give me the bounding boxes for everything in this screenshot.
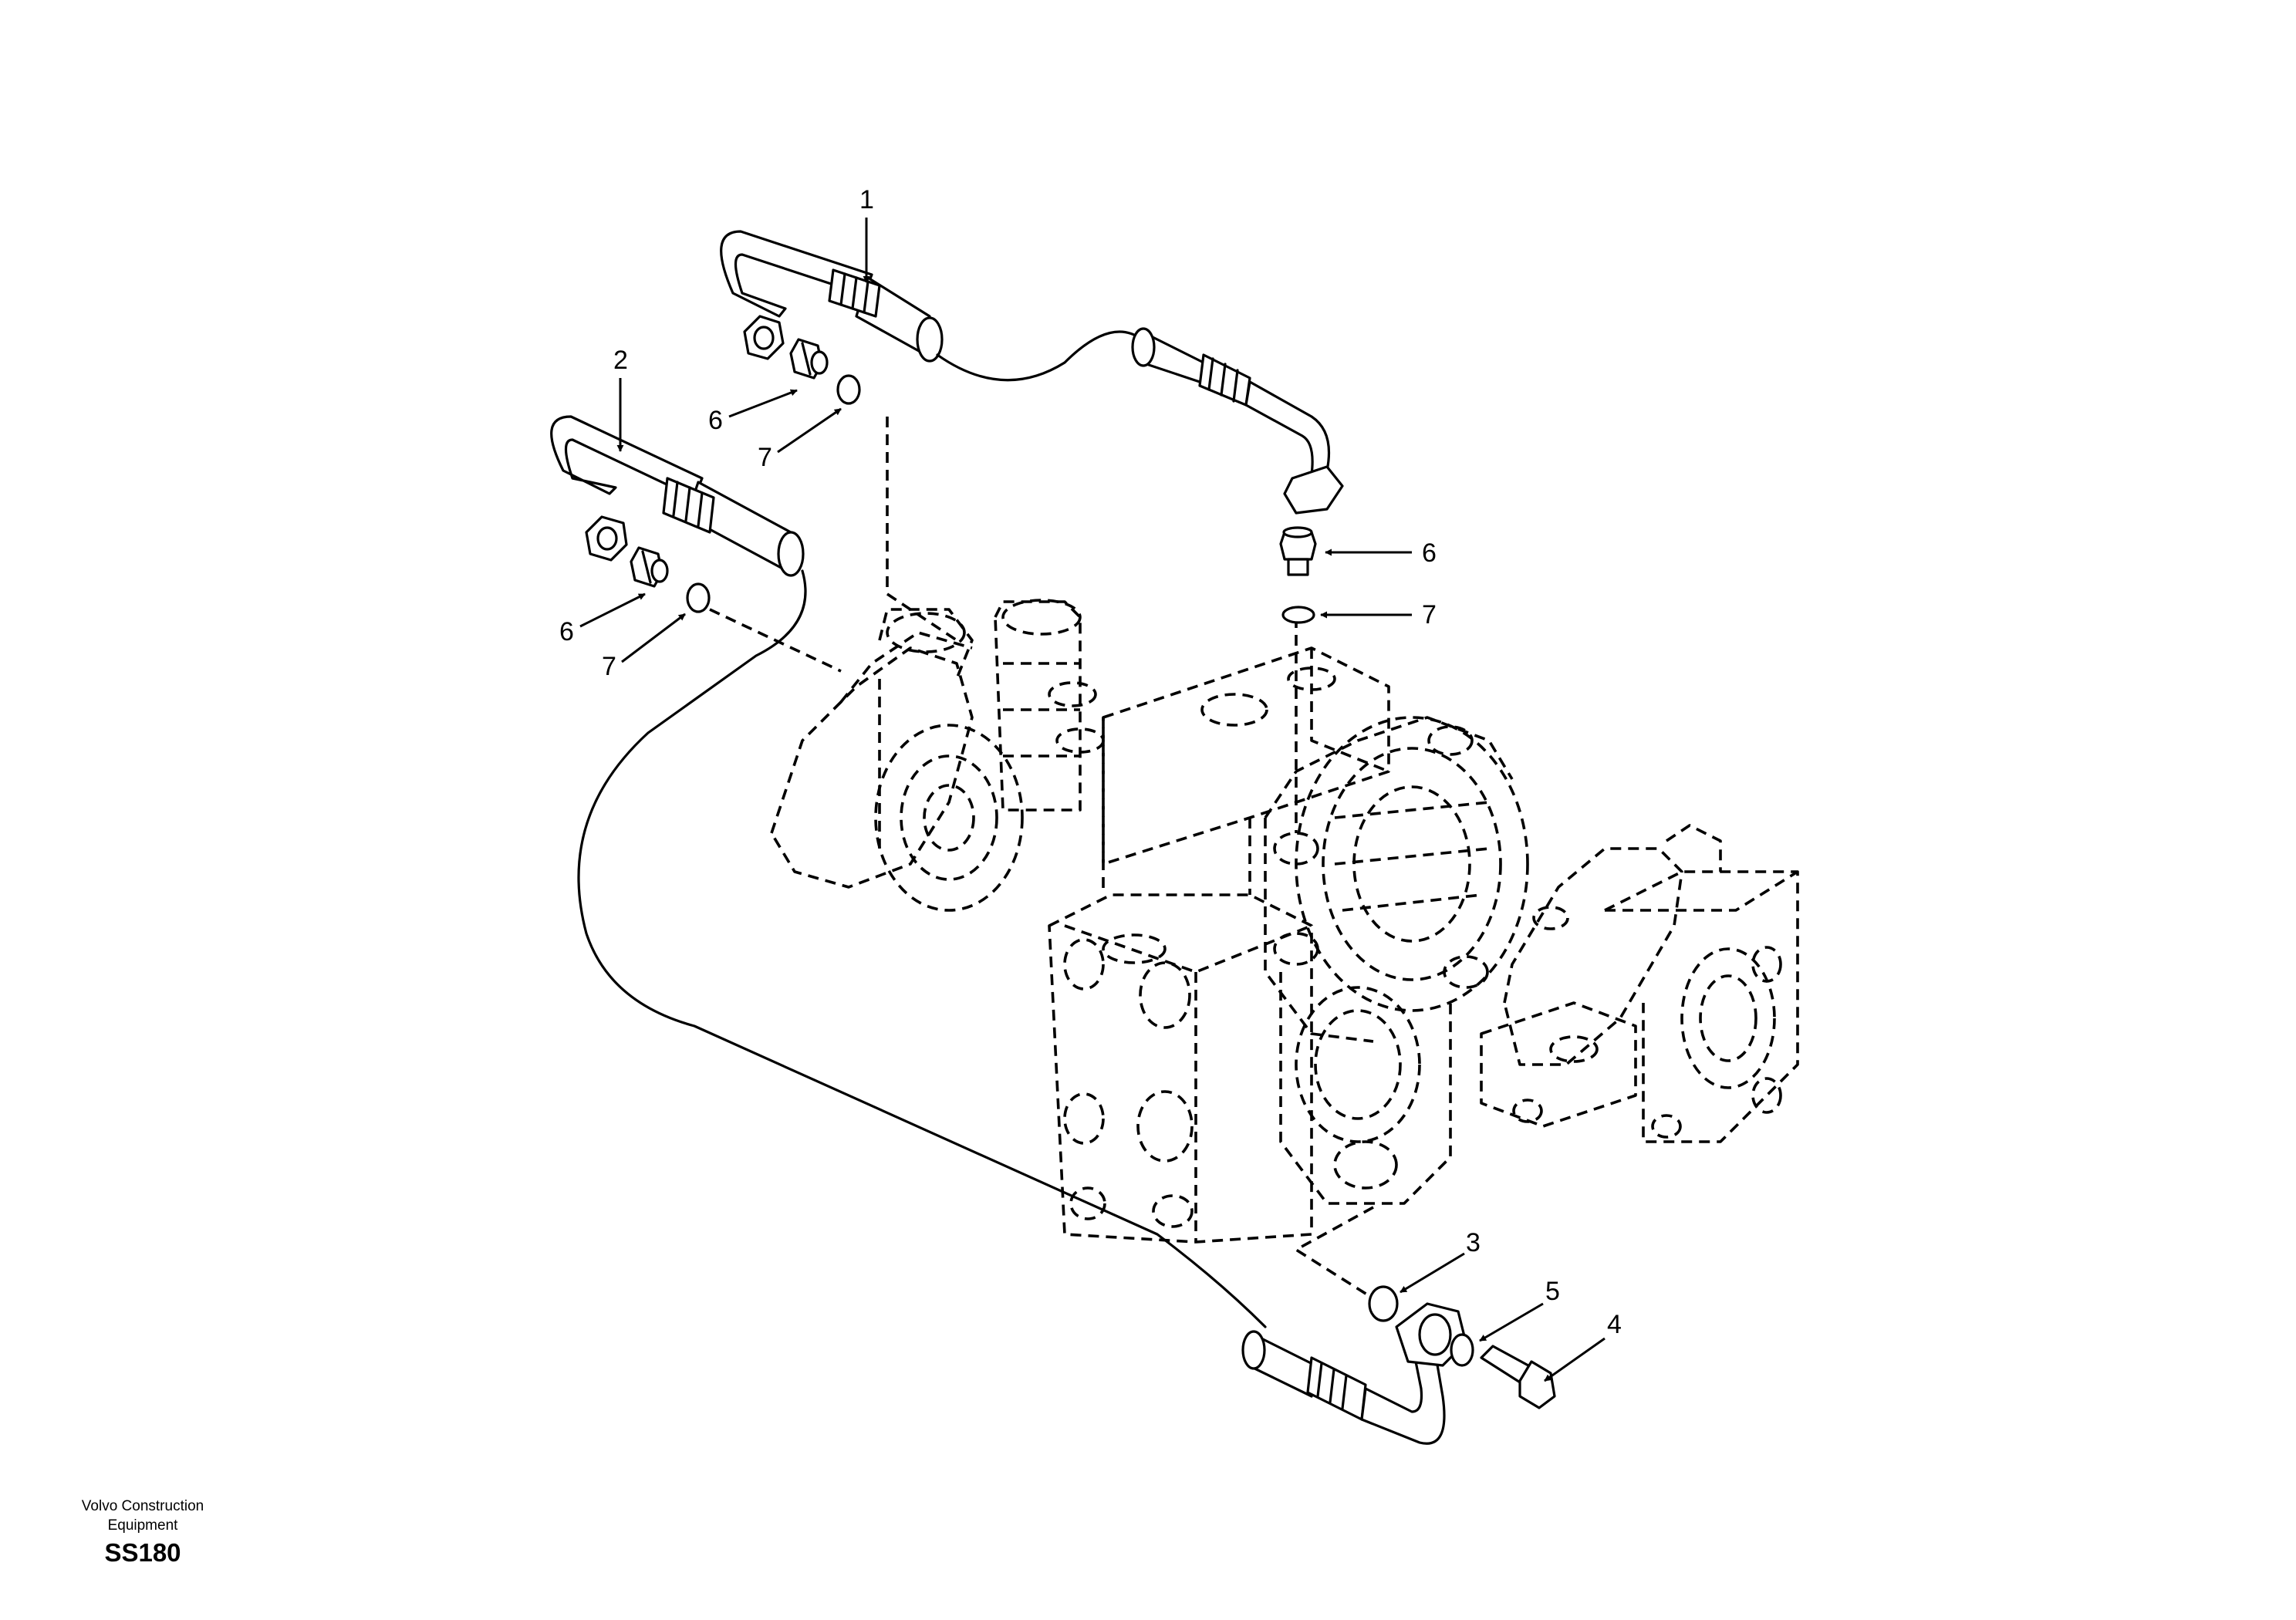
callout-7-right: 7 [1320,600,1437,629]
callout-7-upper-left: 7 [758,407,842,472]
hose-assembly-2 [550,415,1467,1445]
o-ring-7-right [1281,606,1315,624]
connection-leaders [709,417,1374,1298]
company-line-2: Equipment [107,1517,178,1534]
callout-6-lower-left: 6 [559,592,646,646]
pump-assembly-outline [770,599,1799,1244]
callout-label: 1 [859,185,874,214]
o-ring-7-lower-left [686,582,711,613]
callout-label: 4 [1607,1310,1622,1339]
company-label: Volvo Construction Equipment [46,1497,239,1535]
o-ring-3 [1368,1285,1399,1322]
callout-label: 6 [708,406,723,435]
callout-label: 5 [1545,1277,1560,1306]
fitting-6-lower-left [630,546,669,588]
callout-6-upper-left: 6 [708,389,798,435]
banjo-bolt-4 [1480,1345,1556,1409]
callout-5: 5 [1479,1277,1560,1342]
callout-1: 1 [859,185,874,283]
callout-4: 4 [1544,1310,1622,1382]
callout-2: 2 [613,346,628,452]
callout-label: 7 [758,443,772,472]
figure-code: SS180 [104,1538,181,1567]
callout-label: 3 [1466,1228,1481,1257]
o-ring-5 [1450,1333,1474,1367]
company-line-1: Volvo Construction [81,1498,204,1514]
callout-7-lower-left: 7 [602,613,686,681]
fitting-6-upper-left [789,338,829,380]
callout-6-right: 6 [1325,538,1437,568]
callout-label: 6 [559,617,574,646]
callout-label: 2 [613,346,628,375]
hose-assembly-1 [720,230,1344,515]
callout-label: 7 [1422,600,1437,629]
callout-3: 3 [1400,1228,1481,1294]
callout-label: 6 [1422,538,1437,568]
callout-label: 7 [602,652,616,681]
o-ring-7-upper-left [836,374,861,405]
fitting-6-right [1279,526,1317,576]
